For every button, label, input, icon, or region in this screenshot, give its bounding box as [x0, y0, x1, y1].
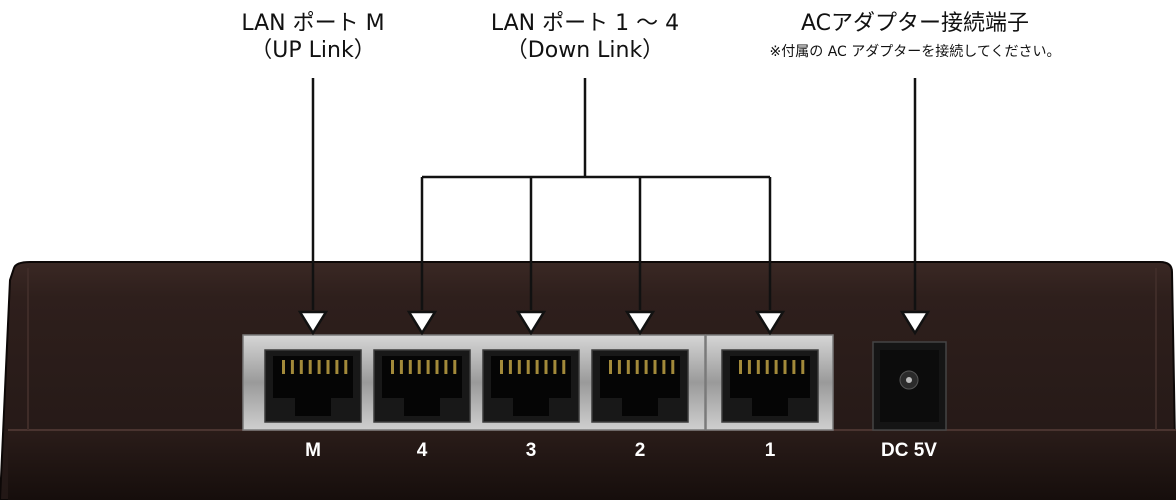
jack-contact	[435, 360, 439, 374]
jack-contact	[644, 360, 648, 374]
port-labels: M 4 3 2 1	[305, 440, 776, 461]
lan-m-subtitle: （UP Link）	[250, 38, 375, 63]
lan-1-4-title: LAN ポート 1 ～ 4	[491, 11, 679, 36]
rj45-port-4[interactable]	[373, 349, 471, 423]
jack-contact	[317, 360, 321, 374]
port-label-M: M	[305, 440, 321, 461]
jack-contact	[391, 360, 394, 374]
jack-contact	[783, 360, 787, 374]
port-label-3: 3	[526, 440, 537, 461]
jack-contact	[765, 360, 769, 374]
jack-contact	[344, 360, 348, 374]
jack-contact	[282, 360, 285, 374]
jack-contact	[335, 360, 339, 374]
arrow-head-2	[624, 310, 656, 336]
jack-contact	[774, 360, 778, 374]
jack-contact	[626, 360, 630, 374]
jack-contact	[508, 360, 512, 374]
jack-contact	[671, 360, 675, 374]
jack-contact	[739, 360, 742, 374]
arrow-head-3	[515, 310, 547, 336]
port-label-1: 1	[765, 440, 776, 461]
jack-contact	[756, 360, 760, 374]
jack-contact	[609, 360, 612, 374]
arrow-head-dc	[899, 310, 931, 336]
arrow-head-1	[754, 310, 786, 336]
callout-lines	[311, 78, 917, 310]
jack-contact	[526, 360, 530, 374]
jack-contact	[535, 360, 539, 374]
port-label-2: 2	[635, 440, 646, 461]
dc-jack[interactable]	[872, 341, 947, 431]
power-label: DC 5V	[881, 440, 937, 461]
jack-contact	[426, 360, 430, 374]
jack-contact	[617, 360, 621, 374]
jack-contact	[662, 360, 666, 374]
lan-m-title: LAN ポート M	[241, 11, 384, 36]
jack-contact	[500, 360, 503, 374]
jack-contact	[453, 360, 457, 374]
port-label-4: 4	[417, 440, 428, 461]
jack-contact	[408, 360, 412, 374]
jack-contact	[290, 360, 294, 374]
jack-contact	[653, 360, 657, 374]
jack-contact	[417, 360, 421, 374]
arrow-head-4	[406, 310, 438, 336]
jack-contact	[801, 360, 805, 374]
jack-contact	[308, 360, 312, 374]
ac-title: ACアダプター接続端子	[801, 11, 1029, 36]
jack-contact	[399, 360, 403, 374]
jack-contact	[747, 360, 751, 374]
rj45-port-1[interactable]	[721, 349, 819, 423]
rj45-port-2[interactable]	[591, 349, 689, 423]
jack-contact	[635, 360, 639, 374]
rj45-port-M[interactable]	[264, 349, 362, 423]
jack-contact	[517, 360, 521, 374]
jack-contact	[553, 360, 557, 374]
jack-contact	[326, 360, 330, 374]
jack-contact	[562, 360, 566, 374]
lan-1-4-subtitle: （Down Link）	[506, 38, 664, 63]
arrow-head-m	[297, 310, 329, 336]
arrow-heads	[297, 310, 931, 336]
ac-note: ※付属の AC アダプターを接続してください。	[770, 43, 1061, 60]
jack-contact	[299, 360, 303, 374]
rj45-port-3[interactable]	[482, 349, 580, 423]
jack-contact	[792, 360, 796, 374]
rj45-jacks	[264, 349, 819, 423]
jack-contact	[544, 360, 548, 374]
jack-contact	[444, 360, 448, 374]
